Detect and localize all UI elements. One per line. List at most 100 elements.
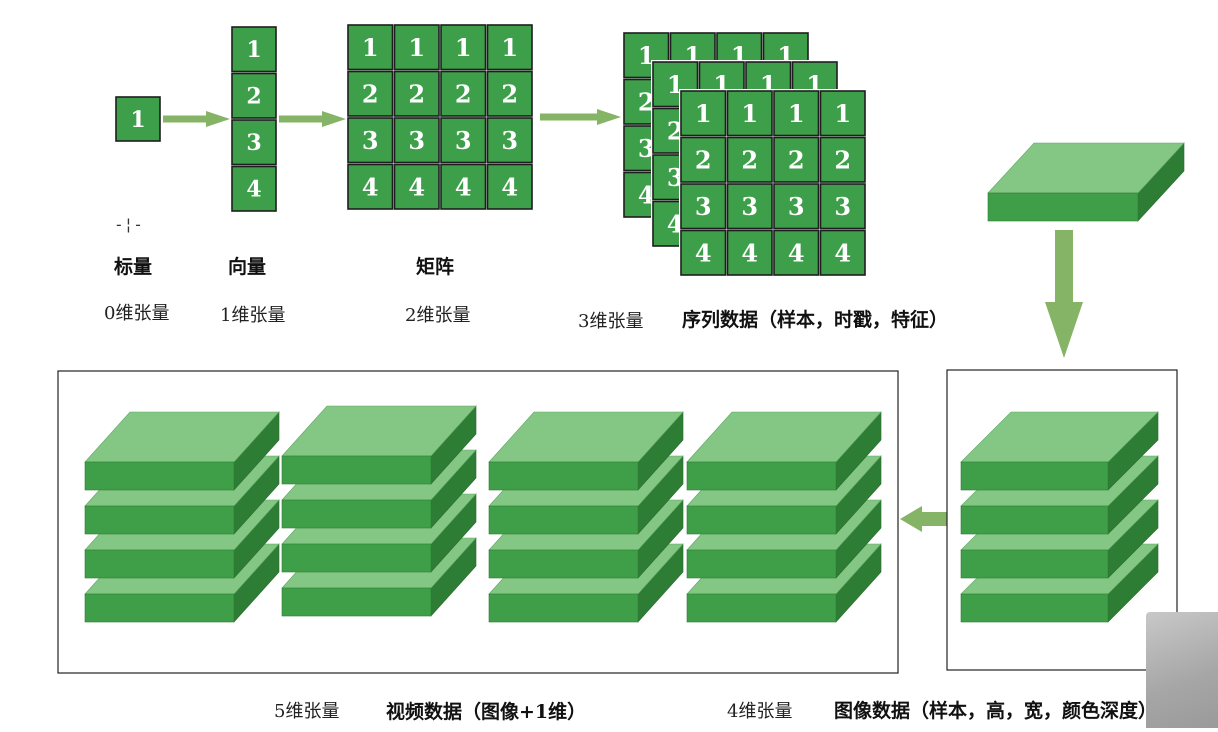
video-overlay-thumbnail bbox=[1146, 612, 1218, 728]
tensor3-front-grid-cell-value: 1 bbox=[695, 99, 712, 128]
tensor3-front-grid-cell-value: 4 bbox=[741, 238, 758, 267]
matrix-grid-cell bbox=[393, 117, 440, 164]
matrix-grid-cell bbox=[486, 117, 533, 164]
matrix-grid-cell bbox=[486, 24, 533, 71]
tensor5-stack-layer-front bbox=[488, 461, 639, 491]
tensor4-stack-layer-front bbox=[960, 593, 1109, 623]
tensor3-front-grid-cell-value: 2 bbox=[788, 145, 805, 174]
tensor3-front-grid-cell bbox=[726, 90, 773, 137]
matrix-grid-cell-value: 3 bbox=[362, 126, 379, 155]
tensor4-stack-layer bbox=[960, 411, 1159, 491]
left-arrow-icon bbox=[900, 506, 947, 532]
vector-grid-cell bbox=[231, 165, 277, 212]
tensor3-front-grid-cell bbox=[773, 136, 820, 183]
vector-grid-cell-value: 1 bbox=[246, 37, 261, 63]
tensor3-front-grid-cell bbox=[773, 229, 820, 276]
matrix-grid-cell-value: 3 bbox=[455, 126, 472, 155]
tensor5-stack-layer-front bbox=[686, 549, 837, 579]
matrix-grid-cell-value: 4 bbox=[408, 172, 425, 201]
tensor3-front-grid-cell bbox=[726, 183, 773, 230]
matrix-grid-cell bbox=[393, 163, 440, 210]
single-slab-front bbox=[987, 192, 1139, 222]
tensor3-back-grid-cell-value: 1 bbox=[638, 41, 655, 70]
crosshair-cursor-icon: -¦- bbox=[114, 215, 143, 234]
right-arrow-icon bbox=[540, 109, 621, 125]
matrix-grid-cell bbox=[486, 163, 533, 210]
matrix-grid-cell-value: 2 bbox=[501, 79, 518, 108]
vector-grid-cell-value: 2 bbox=[246, 84, 261, 110]
scalar-name-label: 标量 bbox=[114, 256, 153, 278]
tensor3-front-grid-cell-value: 1 bbox=[741, 99, 758, 128]
matrix-grid-cell bbox=[440, 24, 487, 71]
tensor5-stack-layer-front bbox=[686, 505, 837, 535]
tensor3-front-grid-cell bbox=[726, 136, 773, 183]
tensor3-front-grid-cell bbox=[819, 136, 866, 183]
tensor5-stack-layer bbox=[281, 405, 477, 485]
tensor5-stack-layer-front bbox=[488, 505, 639, 535]
tensor5-stack-layer-front bbox=[281, 499, 432, 529]
matrix-grid-cell-value: 1 bbox=[455, 33, 472, 62]
matrix-grid-cell-value: 4 bbox=[455, 172, 472, 201]
matrix-grid-cell bbox=[393, 70, 440, 117]
matrix-grid-cell-value: 3 bbox=[501, 126, 518, 155]
right-arrow-icon bbox=[279, 111, 346, 127]
vector-grid-cell bbox=[231, 72, 277, 119]
down-arrow-icon bbox=[1045, 230, 1083, 358]
tensor4-frame bbox=[946, 369, 1178, 671]
matrix-grid-cell bbox=[440, 70, 487, 117]
matrix-grid-cell-value: 2 bbox=[408, 79, 425, 108]
vector-grid: 1 2 3 4 bbox=[231, 26, 277, 212]
tensor5-stack-layer-front bbox=[686, 593, 837, 623]
tensor3-front-grid-cell-value: 4 bbox=[695, 238, 712, 267]
tensor3-back-grid-cell-value: 3 bbox=[638, 134, 655, 163]
tensor3-front-grid-cell-value: 4 bbox=[834, 238, 851, 267]
vector-grid-cell-value: 4 bbox=[246, 177, 261, 203]
matrix-dim-label: 2维张量 bbox=[405, 305, 471, 326]
tensor3-front-grid-cell bbox=[680, 90, 727, 137]
matrix-grid-cell-value: 2 bbox=[362, 79, 379, 108]
tensor4-stack-layer-front bbox=[960, 549, 1109, 579]
tensor5-stack-layer-front bbox=[84, 505, 235, 535]
tensor3-front-grid-cell bbox=[819, 90, 866, 137]
scalar-dim-label: 0维张量 bbox=[104, 303, 170, 324]
tensor3-front-grid-cell-value: 2 bbox=[834, 145, 851, 174]
tensor5-stack-layer-front bbox=[281, 455, 432, 485]
matrix-grid-cell bbox=[347, 163, 394, 210]
tensor5-stack-layer bbox=[488, 411, 684, 491]
tensor5-stack-layer-front bbox=[281, 587, 432, 617]
matrix-grid-cell-value: 1 bbox=[501, 33, 518, 62]
tensor3-front-grid-cell bbox=[680, 136, 727, 183]
tensor3-dim-label: 3维张量 bbox=[578, 311, 644, 332]
tensor3-front-grid-cell-value: 2 bbox=[695, 145, 712, 174]
vector-grid-cell bbox=[231, 119, 277, 166]
matrix-grid-cell bbox=[440, 163, 487, 210]
matrix-grid-cell-value: 1 bbox=[408, 33, 425, 62]
tensor5-stack-layer-front bbox=[488, 593, 639, 623]
matrix-grid-cell bbox=[486, 70, 533, 117]
tensor5-frame bbox=[57, 370, 899, 674]
vector-grid-cell-value: 3 bbox=[246, 130, 261, 156]
right-arrow-icon bbox=[163, 111, 230, 127]
tensor5-stack-layer-front bbox=[281, 543, 432, 573]
matrix-grid-cell-value: 3 bbox=[408, 126, 425, 155]
tensor3-front-grid-cell bbox=[773, 183, 820, 230]
tensor3-front-grid-cell bbox=[680, 229, 727, 276]
matrix-grid-cell bbox=[440, 117, 487, 164]
matrix-grid-cell-value: 2 bbox=[455, 79, 472, 108]
tensor3-front-grid-cell-value: 2 bbox=[741, 145, 758, 174]
tensor5-stack-layer-front bbox=[84, 549, 235, 579]
tensor3-back-grid-cell-value: 2 bbox=[638, 87, 655, 116]
tensor3-front-grid-cell-value: 4 bbox=[788, 238, 805, 267]
tensor5-desc-label: 视频数据（图像+1维） bbox=[386, 701, 587, 723]
single-slab bbox=[987, 142, 1185, 222]
tensor5-stack-layer-front bbox=[84, 461, 235, 491]
tensor3-front-grid-cell bbox=[726, 229, 773, 276]
matrix-grid-cell bbox=[393, 24, 440, 71]
tensor5-dim-label: 5维张量 bbox=[274, 701, 340, 722]
tensor5-stack-layer-front bbox=[488, 549, 639, 579]
tensor3-front-grid-cell bbox=[819, 183, 866, 230]
vector-name-label: 向量 bbox=[228, 256, 267, 278]
tensor5-stack-layer bbox=[686, 411, 882, 491]
tensor3-desc-label: 序列数据（样本，时戳，特征） bbox=[682, 309, 949, 331]
